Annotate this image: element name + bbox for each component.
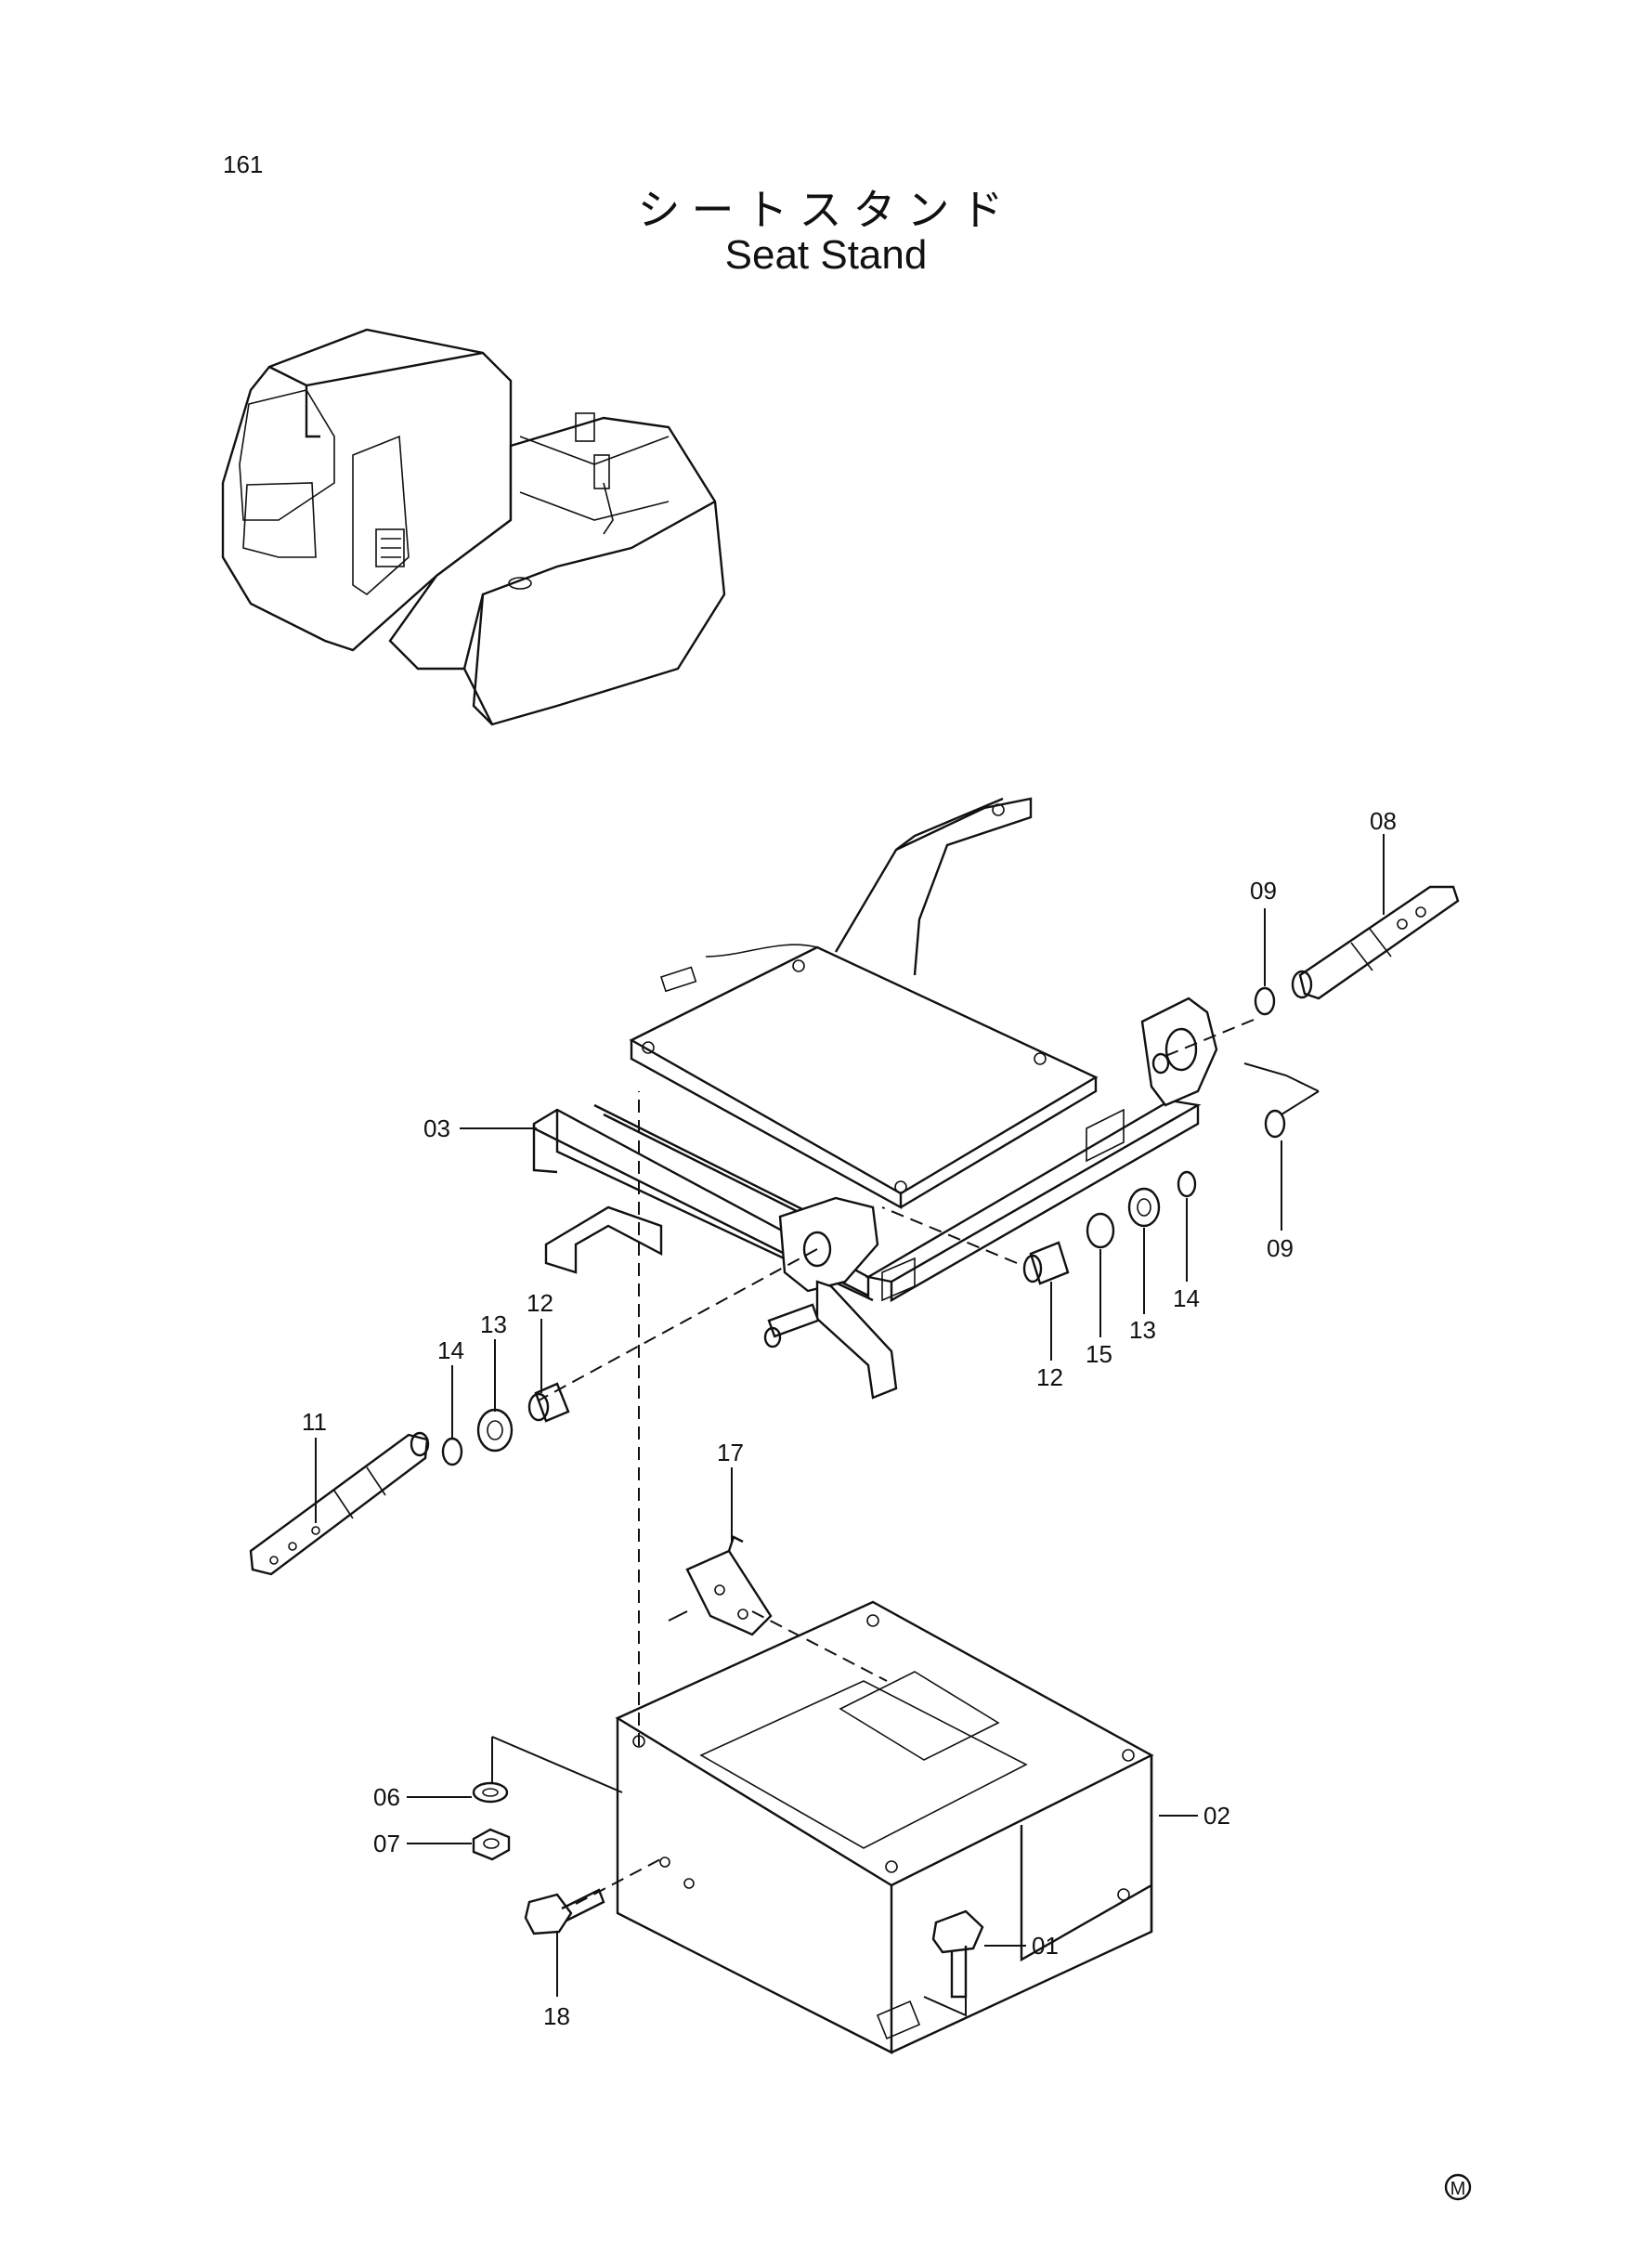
callout-06: 06 (373, 1783, 400, 1811)
pin-08 (1291, 885, 1460, 1000)
callout-09-lower: 09 (1267, 1234, 1294, 1262)
callout-11: 11 (302, 1408, 327, 1436)
base-bracket (615, 1600, 1154, 2054)
callout-14-right: 14 (1173, 1284, 1200, 1312)
machine-overview-illustration (221, 328, 726, 726)
assembly-lines (491, 1019, 1320, 2017)
callout-08: 08 (1370, 807, 1397, 835)
callout-01: 01 (1032, 1932, 1059, 1960)
m-mark-letter: M (1450, 2179, 1466, 2199)
callout-02: 02 (1203, 1802, 1230, 1830)
pin-11 (249, 1431, 430, 1576)
title-english: Seat Stand (724, 232, 928, 278)
small-parts (441, 986, 1286, 1466)
callout-13-right: 13 (1129, 1316, 1156, 1344)
callout-14-left: 14 (437, 1336, 464, 1364)
m-mark: M (1444, 2173, 1472, 2201)
callout-13-left: 13 (480, 1310, 507, 1338)
bracket-17 (685, 1535, 773, 1636)
callout-03: 03 (423, 1114, 450, 1142)
callout-09-upper: 09 (1250, 877, 1277, 905)
seat-stand-frame (532, 797, 1218, 1400)
title-japanese: シートスタンド (637, 185, 1015, 235)
fasteners (472, 1781, 984, 1999)
callout-07: 07 (373, 1830, 400, 1857)
callout-15: 15 (1086, 1340, 1112, 1368)
callout-labels: 08 09 09 14 13 15 12 03 12 13 14 11 17 0… (302, 807, 1397, 2030)
callout-18: 18 (543, 2002, 570, 2030)
callout-12-left: 12 (527, 1289, 553, 1317)
callout-12-right: 12 (1036, 1363, 1063, 1391)
page-number: 161 (223, 150, 264, 178)
leader-lines (315, 834, 1385, 1997)
callout-17: 17 (717, 1439, 744, 1466)
